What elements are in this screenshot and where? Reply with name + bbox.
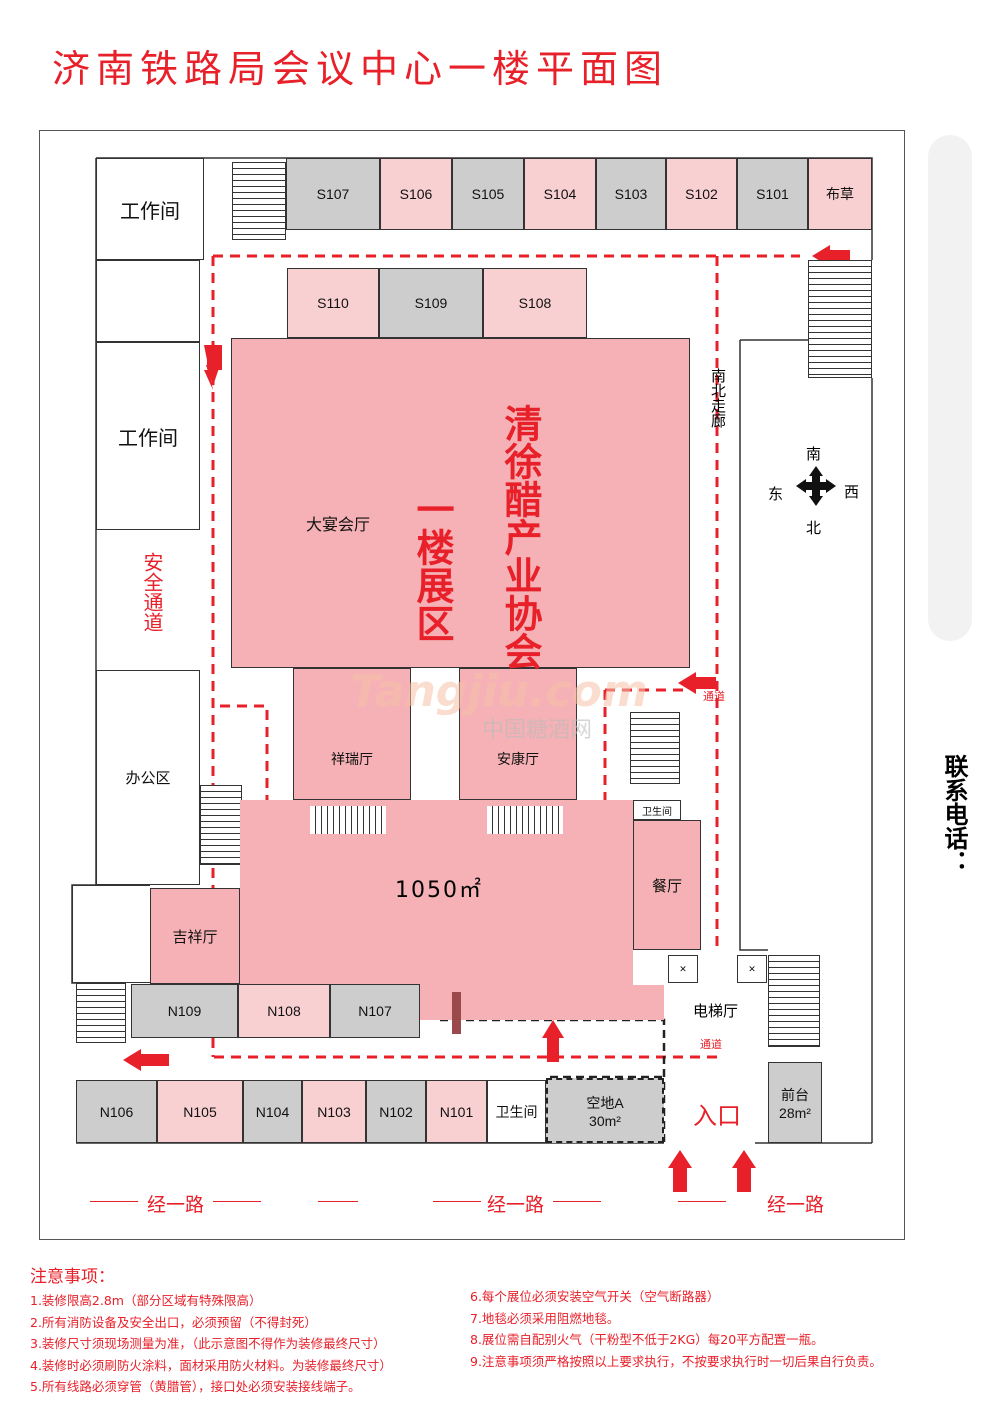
workroom-2: 工作间 <box>96 342 200 530</box>
partition-block <box>452 992 461 1034</box>
room-N109[interactable]: N109 <box>131 984 238 1038</box>
front-desk[interactable]: 前台 28m² <box>768 1062 822 1143</box>
association-label: 清徐醋产业协会 <box>498 404 542 670</box>
elevator-right: ✕ <box>737 955 767 983</box>
road-labels: 经一路 经一路 经一路 <box>90 1190 910 1216</box>
compass-east: 东 <box>768 485 784 503</box>
safety-passage-label: 安全通道 <box>140 552 164 632</box>
notes-heading: 注意事项： <box>30 1267 115 1287</box>
front-desk-label: 前台 <box>781 1086 809 1103</box>
room-N106[interactable]: N106 <box>76 1080 157 1143</box>
office-area: 办公区 <box>96 670 200 885</box>
notes-right: 6.每个展位必须安装空气开关（空气断路器） 7.地毯必须采用阻燃地毯。 8.展位… <box>470 1286 990 1372</box>
room-S110[interactable]: S110 <box>287 268 379 338</box>
passage-label: 通道 <box>703 690 725 703</box>
note-item: 8.展位需自配别火气（干粉型不低于2KG）每20平方配置一瓶。 <box>470 1332 824 1347</box>
page-title: 济南铁路局会议中心一楼平面图 <box>52 47 669 91</box>
restaurant[interactable]: 餐厅 <box>633 820 701 950</box>
space-a[interactable]: 空地A 30m² <box>546 1078 664 1143</box>
restroom-small: 卫生间 <box>633 800 681 820</box>
exhibit-area[interactable] <box>240 800 633 985</box>
note-item: 1.装修限高2.8m（部分区域有特殊限高） <box>30 1293 262 1308</box>
staircase <box>630 712 680 784</box>
room-S106[interactable]: S106 <box>380 158 452 230</box>
corridor-label: 南北走廊 <box>709 368 727 428</box>
storage-room <box>96 260 200 342</box>
road-label: 经一路 <box>487 1194 545 1216</box>
entrance-label: 入口 <box>693 1102 741 1130</box>
space-a-label: 空地A <box>586 1094 624 1111</box>
note-item: 5.所有线路必须穿管（黄腊管），接口处必须安装接线端子。 <box>30 1379 361 1394</box>
ankang-hall[interactable]: 安康厅 <box>459 668 577 800</box>
room-S102[interactable]: S102 <box>666 158 737 230</box>
staircase <box>768 955 820 1047</box>
passage-label: 通道 <box>700 1038 722 1051</box>
side-decoration <box>928 135 972 641</box>
watermark-logo: Tangjiu.com <box>350 666 648 717</box>
area-label: 1050㎡ <box>395 878 483 903</box>
elevator-left: ✕ <box>668 955 698 983</box>
road-label: 经一路 <box>767 1194 825 1216</box>
space-a-area: 30m² <box>589 1112 621 1129</box>
room-N107[interactable]: N107 <box>330 984 420 1038</box>
jixiang-hall[interactable]: 吉祥厅 <box>150 888 240 984</box>
room-N103[interactable]: N103 <box>302 1080 366 1143</box>
note-item: 6.每个展位必须安装空气开关（空气断路器） <box>470 1289 720 1304</box>
note-item: 4.装修时必须刷防火涂料，面材采用防火材料。为装修最终尺寸） <box>30 1357 392 1373</box>
room-S104[interactable]: S104 <box>524 158 596 230</box>
note-item: 7.地毯必须采用阻燃地毯。 <box>470 1310 620 1326</box>
room-N101[interactable]: N101 <box>426 1080 487 1143</box>
side-room <box>72 885 150 983</box>
room-S107[interactable]: S107 <box>286 158 380 230</box>
workroom-1: 工作间 <box>96 158 204 260</box>
elevator-hall-label: 电梯厅 <box>693 1002 739 1020</box>
exhibit-zone-label: 一楼展区 <box>410 490 454 642</box>
staircase <box>76 983 126 1043</box>
compass-south: 南 <box>806 445 822 463</box>
room-N105[interactable]: N105 <box>157 1080 243 1143</box>
staircase <box>808 260 872 378</box>
banquet-hall-label: 大宴会厅 <box>306 517 371 534</box>
note-item: 2.所有消防设备及安全出口，必须预留（不得封死） <box>30 1314 317 1330</box>
note-item: 9.注意事项须严格按照以上要求执行，不按要求执行时一切后果自行负责。 <box>470 1353 882 1369</box>
room-S105[interactable]: S105 <box>452 158 524 230</box>
staircase <box>200 785 242 865</box>
banquet-hall[interactable]: 大宴会厅 <box>231 338 690 668</box>
road-label: 经一路 <box>147 1194 205 1216</box>
contact-label: 联系电话： <box>940 754 968 874</box>
xiangrui-hall[interactable]: 祥瑞厅 <box>293 668 411 800</box>
room-S108[interactable]: S108 <box>483 268 587 338</box>
room-N104[interactable]: N104 <box>243 1080 302 1143</box>
note-item: 3.装修尺寸须现场测量为准，（此示意图不得作为装修最终尺寸） <box>30 1336 386 1351</box>
floor-plan-frame <box>39 130 905 1240</box>
compass-north: 北 <box>806 519 822 537</box>
stage-steps <box>487 806 563 834</box>
notes-left: 1.装修限高2.8m（部分区域有特殊限高） 2.所有消防设备及安全出口，必须预留… <box>30 1290 470 1398</box>
stage-steps <box>310 806 386 834</box>
room-N102[interactable]: N102 <box>366 1080 426 1143</box>
front-desk-area: 28m² <box>779 1104 811 1121</box>
staircase <box>232 162 286 240</box>
compass-icon <box>796 466 836 506</box>
compass-west: 西 <box>844 483 860 501</box>
room-S109[interactable]: S109 <box>379 268 483 338</box>
room-N108[interactable]: N108 <box>238 984 330 1038</box>
room-布草[interactable]: 布草 <box>808 158 872 230</box>
restroom: 卫生间 <box>487 1080 546 1143</box>
room-S101[interactable]: S101 <box>737 158 808 230</box>
room-S103[interactable]: S103 <box>596 158 666 230</box>
watermark-text: 中国糖酒网 <box>482 718 593 743</box>
